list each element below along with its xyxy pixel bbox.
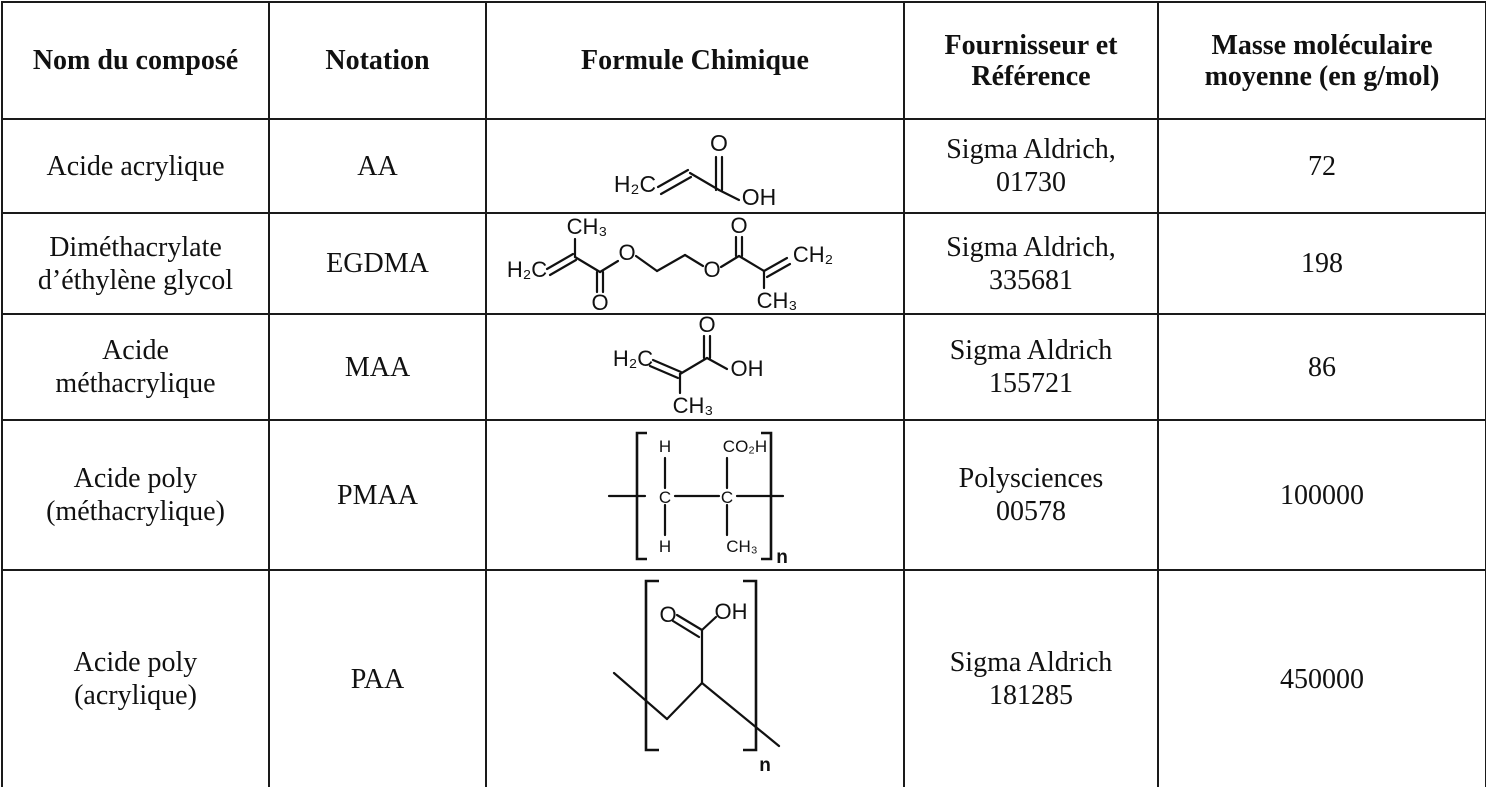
formula-cell: H₂C O OH	[485, 118, 905, 214]
supplier-line: 00578	[996, 496, 1066, 527]
label-h2c: H₂C	[614, 171, 656, 197]
notation-cell: PAA	[268, 569, 487, 787]
label-o-bottom: O	[591, 290, 608, 312]
acrylic-acid-structure: H₂C O OH	[614, 130, 777, 210]
label-h2c: H₂C	[507, 257, 547, 282]
notation-cell: PMAA	[268, 419, 487, 571]
label-oh: OH	[731, 356, 764, 381]
mass-cell: 450000	[1157, 569, 1486, 787]
compound-name-line: Acide poly	[73, 647, 198, 678]
table-row: Acide poly (méthacrylique) PMAA H C H C …	[1, 419, 1486, 571]
supplier-line: Sigma Aldrich	[949, 647, 1113, 678]
header-mass-line2: moyenne (en g/mol)	[1204, 60, 1440, 92]
label-co2h: CO₂H	[723, 437, 767, 456]
compound-name-line: Acide acrylique	[46, 150, 225, 182]
label-h-bottom: H	[659, 537, 671, 556]
compound-name: Acide acrylique	[1, 118, 270, 214]
label-c1: C	[659, 488, 671, 507]
supplier-line: 01730	[996, 167, 1066, 198]
label-c2: C	[721, 488, 733, 507]
compound-name-line: (méthacrylique)	[46, 496, 225, 527]
paa-structure: O OH n	[612, 579, 781, 776]
compound-name-line: méthacrylique	[55, 368, 216, 399]
formula-cell: H C H C CO₂H CH₃ n	[485, 419, 905, 571]
compound-name-line: Acide poly	[73, 463, 198, 494]
methacrylic-acid-structure: H₂C CH₃ O OH	[613, 316, 764, 418]
header-supplier-line1: Fournisseur et	[944, 29, 1118, 61]
header-supplier: Fournisseur et Référence	[903, 1, 1159, 120]
header-mass-line1: Masse moléculaire	[1211, 29, 1433, 61]
header-formula: Formule Chimique	[485, 1, 905, 120]
supplier-cell: Polysciences 00578	[903, 419, 1159, 571]
label-ch2: CH₂	[793, 242, 833, 267]
supplier-line: 181285	[989, 680, 1073, 711]
label-ch3: CH₃	[726, 537, 757, 556]
formula-cell: H₂C CH₃ O O O O	[485, 212, 905, 315]
label-o: O	[698, 316, 715, 337]
label-h-top: H	[659, 437, 671, 456]
label-n: n	[759, 755, 771, 776]
compound-name-line: (acrylique)	[74, 680, 197, 711]
label-n: n	[776, 547, 788, 568]
table-row: Diméthacrylate d’éthylène glycol EGDMA H…	[1, 212, 1486, 315]
supplier-line: Sigma Aldrich,	[946, 231, 1116, 263]
notation-cell: AA	[268, 118, 487, 214]
mass-cell: 100000	[1157, 419, 1486, 571]
label-h2c: H₂C	[613, 346, 653, 371]
header-supplier-line2: Référence	[971, 60, 1091, 92]
table-row: Acide acrylique AA H₂C O OH Sigma Aldric…	[1, 118, 1486, 214]
supplier-line: 335681	[989, 264, 1073, 296]
formula-cell: H₂C CH₃ O OH	[485, 313, 905, 421]
notation-cell: MAA	[268, 313, 487, 421]
supplier-line: Polysciences	[958, 463, 1104, 494]
compound-name: Acide poly (acrylique)	[1, 569, 270, 787]
table-row: Acide poly (acrylique) PAA O OH n Sigma …	[1, 569, 1486, 787]
compound-name-line: Acide	[102, 335, 169, 366]
formula-cell: O OH n	[485, 569, 905, 787]
mass-cell: 86	[1157, 313, 1486, 421]
header-notation: Notation	[268, 1, 487, 120]
compound-name: Acide méthacrylique	[1, 313, 270, 421]
mass-cell: 198	[1157, 212, 1486, 315]
compound-name-line: Diméthacrylate	[49, 231, 222, 263]
label-o: O	[710, 130, 728, 156]
label-oh: OH	[742, 184, 777, 210]
supplier-line: 155721	[989, 368, 1073, 399]
supplier-cell: Sigma Aldrich, 335681	[903, 212, 1159, 315]
table-row: Acide méthacrylique MAA H₂C CH₃ O OH Sig…	[1, 313, 1486, 421]
supplier-cell: Sigma Aldrich 155721	[903, 313, 1159, 421]
pmaa-structure: H C H C CO₂H CH₃ n	[607, 431, 788, 568]
label-oh: OH	[715, 599, 748, 624]
mass-cell: 72	[1157, 118, 1486, 214]
label-ch3: CH₃	[673, 393, 714, 418]
supplier-line: Sigma Aldrich,	[946, 134, 1116, 165]
label-o-ester2: O	[703, 257, 720, 282]
compound-name: Acide poly (méthacrylique)	[1, 419, 270, 571]
label-ch3-bottom: CH₃	[757, 288, 798, 312]
label-o-ester1: O	[618, 240, 635, 265]
label-o: O	[659, 602, 676, 627]
header-name: Nom du composé	[1, 1, 270, 120]
label-ch3-top: CH₃	[567, 215, 608, 239]
supplier-cell: Sigma Aldrich 181285	[903, 569, 1159, 787]
compound-name-line: d’éthylène glycol	[37, 264, 234, 296]
supplier-cell: Sigma Aldrich, 01730	[903, 118, 1159, 214]
label-o-top: O	[730, 215, 747, 238]
notation-cell: EGDMA	[268, 212, 487, 315]
egdma-structure: H₂C CH₃ O O O O	[507, 215, 833, 312]
header-row: Nom du composé Notation Formule Chimique…	[1, 1, 1486, 120]
compound-name: Diméthacrylate d’éthylène glycol	[1, 212, 270, 315]
header-mass: Masse moléculaire moyenne (en g/mol)	[1157, 1, 1486, 120]
supplier-line: Sigma Aldrich	[949, 335, 1113, 366]
